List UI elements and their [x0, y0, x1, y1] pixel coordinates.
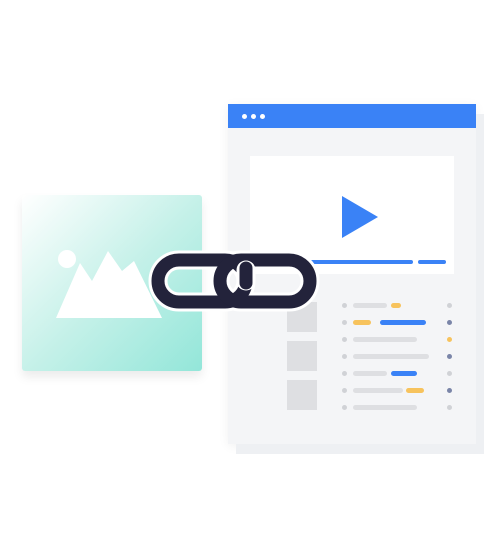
list-row-bar — [353, 405, 417, 410]
window-control-dot — [242, 114, 247, 119]
list-row-dot — [447, 388, 452, 393]
list-row-dot — [447, 320, 452, 325]
list-row-dot — [342, 405, 347, 410]
list-row-dot — [342, 354, 347, 359]
play-icon — [342, 196, 378, 238]
list-row-bar — [353, 303, 387, 308]
video-thumbnail — [287, 380, 317, 410]
browser-title-bar — [228, 104, 476, 128]
list-row-bar — [380, 320, 426, 325]
list-row-bar — [353, 354, 429, 359]
list-row-dot — [447, 371, 452, 376]
list-row-dot — [342, 371, 347, 376]
mountain-icon — [56, 251, 162, 318]
window-control-dot — [251, 114, 256, 119]
list-row-tag — [391, 303, 401, 308]
list-row-dot — [342, 303, 347, 308]
list-row-dot — [447, 303, 452, 308]
list-row-dot — [447, 337, 452, 342]
list-row-dot — [342, 388, 347, 393]
list-row-dot — [342, 320, 347, 325]
list-row-dot — [342, 337, 347, 342]
list-row-bar — [353, 388, 403, 393]
list-row-tag — [406, 388, 424, 393]
browser-window — [228, 104, 476, 444]
video-thumbnail — [287, 341, 317, 371]
video-progress-remaining — [418, 260, 446, 264]
sun-icon — [58, 250, 76, 268]
list-row-bar — [391, 371, 417, 376]
chain-link-right — [213, 253, 317, 309]
list-row-bar — [353, 337, 417, 342]
list-row-tag — [353, 320, 371, 325]
window-control-dot — [260, 114, 265, 119]
link-icon — [148, 250, 320, 312]
list-row-bar — [353, 371, 387, 376]
video-progress-bar — [258, 260, 413, 264]
list-row-dot — [447, 405, 452, 410]
image-card — [22, 195, 202, 371]
list-row-dot — [447, 354, 452, 359]
